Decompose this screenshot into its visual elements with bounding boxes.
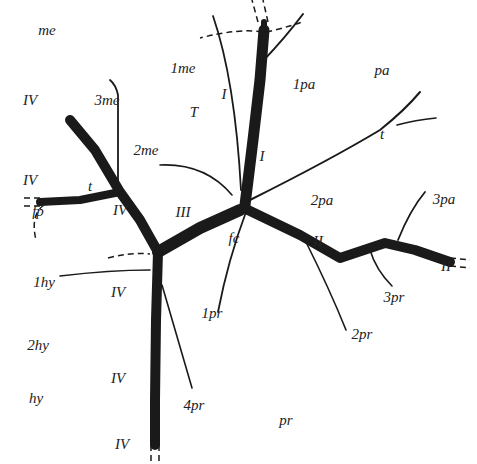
groove-label: 4pr [184,398,205,413]
groove-label: 1hy [33,275,55,290]
groove-label: 1pa [293,77,316,92]
groove-label: 1pr [202,306,223,321]
roman-numeral-label: IV [111,371,125,386]
roman-numeral-label: II [441,259,451,274]
groove-label: 2hy [27,338,49,353]
groove-label: 1me [171,61,196,76]
roman-numeral-label: III [176,205,191,220]
groove-label: me [38,23,56,38]
roman-numeral-label: IV [115,437,129,452]
groove-label: t [88,179,92,194]
groove-label: fp [32,204,44,219]
roman-numeral-label: I [260,149,265,164]
roman-numeral-label: IV [111,285,125,300]
groove-label: 3pr [384,290,405,305]
groove-label: fc [229,231,240,246]
groove-label: hy [29,391,43,406]
groove-label: pr [279,413,292,428]
groove-label: 3me [95,93,120,108]
groove-label: 2me [134,143,159,158]
groove-label: t [380,127,384,142]
roman-numeral-label: IV [23,173,37,188]
roman-numeral-label: IV [23,93,37,108]
groove-label: 2pa [311,193,334,208]
roman-numeral-label: II [313,234,323,249]
roman-numeral-label: T [190,105,198,120]
groove-label: pa [375,63,390,78]
groove-label: 3pa [433,192,456,207]
groove-label: 2pr [352,327,373,342]
roman-numeral-label: I [222,87,227,102]
roman-numeral-label: IV [113,203,127,218]
